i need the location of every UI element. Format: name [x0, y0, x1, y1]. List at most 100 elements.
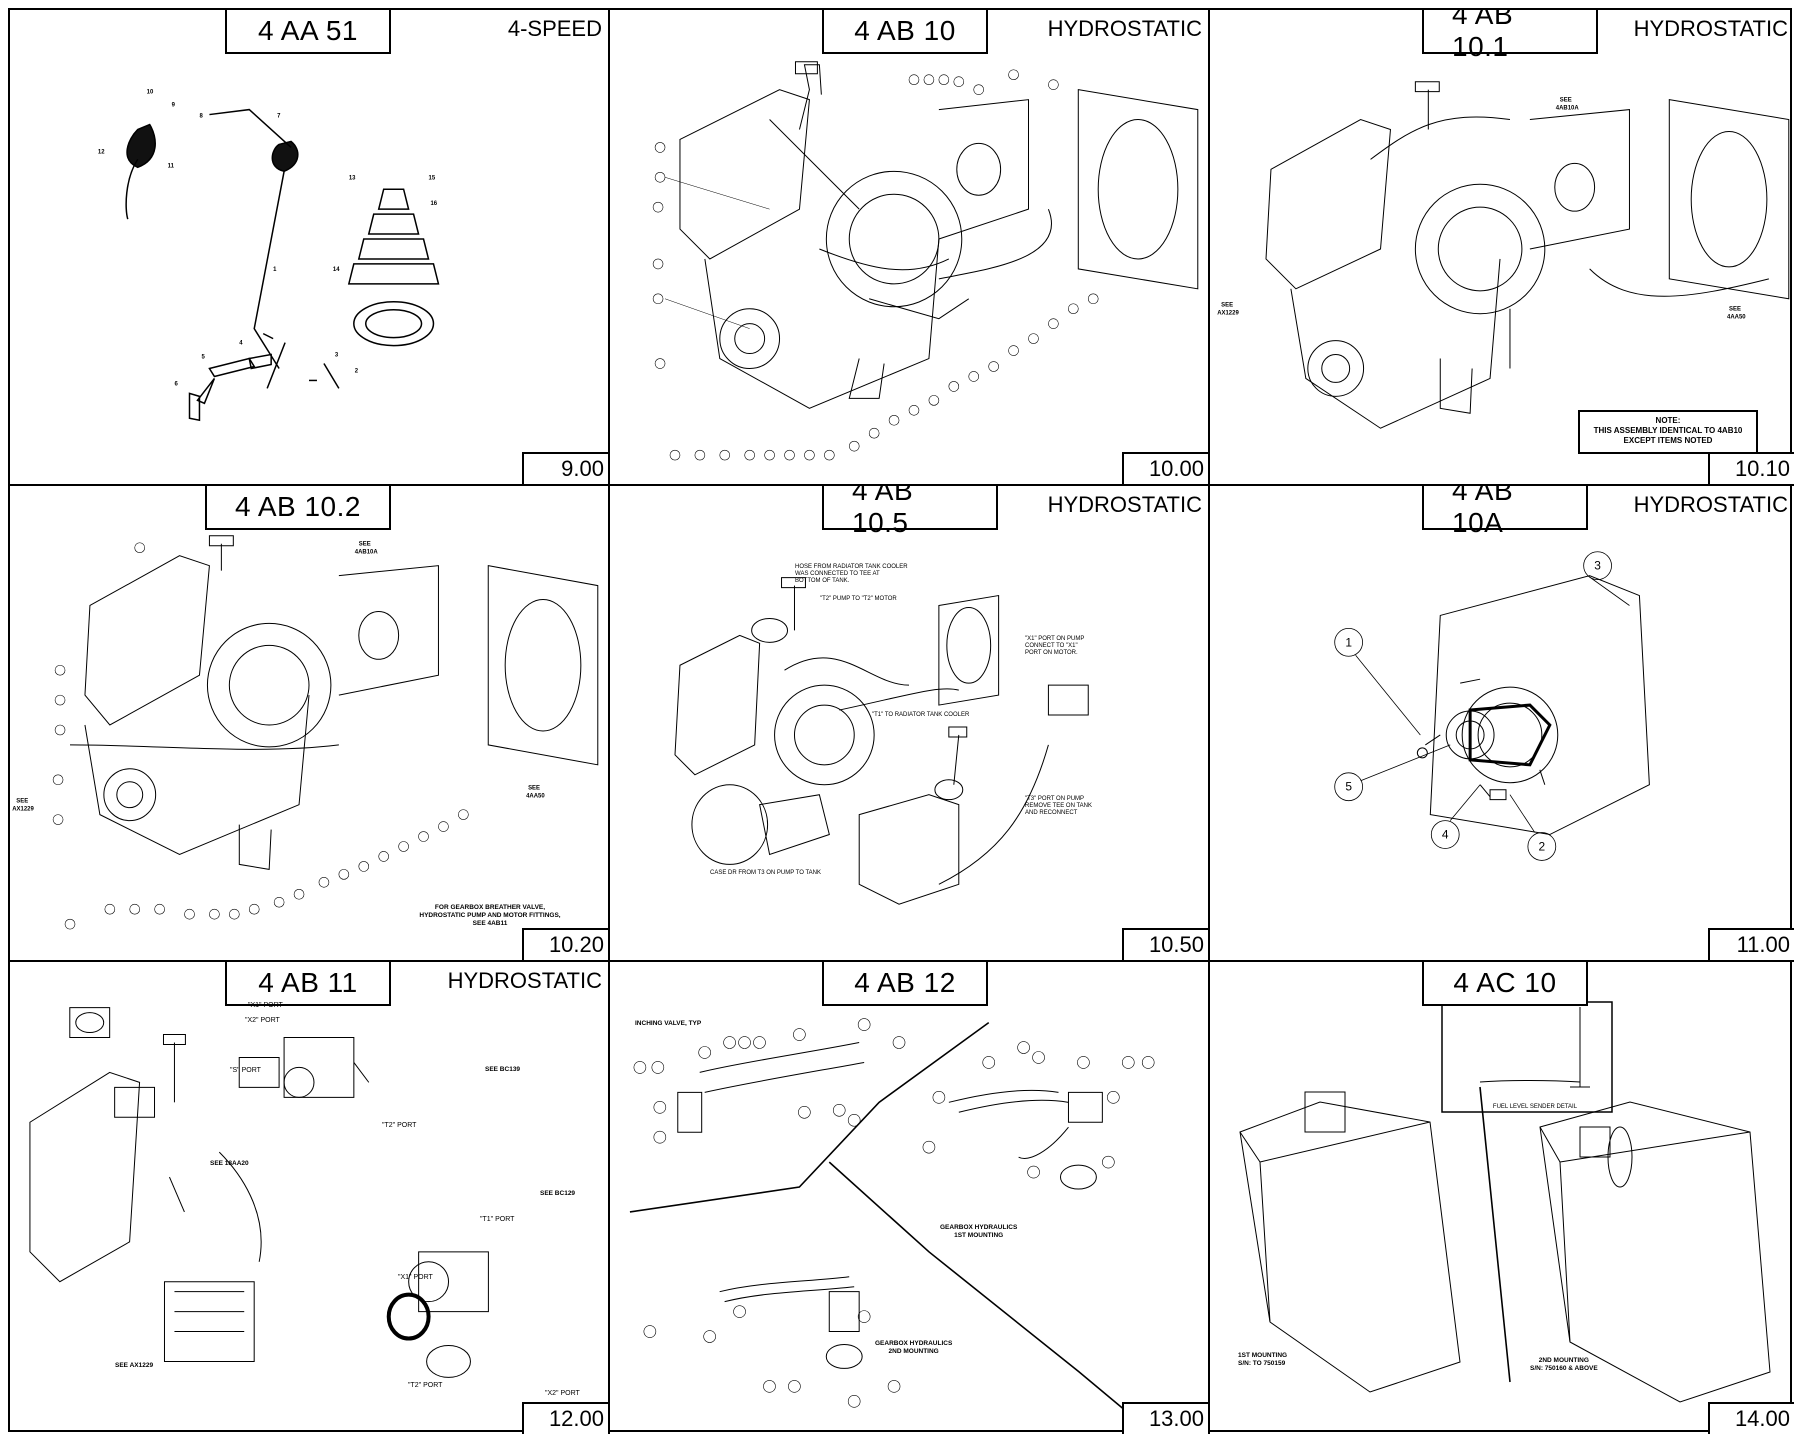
- hose-note: HOSE FROM RADIATOR TANK COOLER WAS CONNE…: [795, 564, 908, 584]
- page-number: 10.50: [1122, 928, 1208, 960]
- page-number: 10.20: [522, 928, 608, 960]
- gearbox-hydraulics-drawing: [610, 962, 1208, 1434]
- callout-1: 1: [1345, 635, 1352, 649]
- see-bc129: SEE BC129: [540, 1190, 576, 1197]
- shift-lever-drawing: 10 9 8 7 12 11 13 15 16 14 1 5 4 3 2 6: [98, 90, 608, 484]
- page-number: 14.00: [1708, 1402, 1794, 1434]
- panel-4ab10-5: 4 AB 10.5 HYDROSTATIC: [610, 486, 1210, 962]
- page-number: 12.00: [522, 1402, 608, 1434]
- panel-code: 4 AB 12: [822, 962, 988, 1006]
- callout-5: 5: [201, 355, 205, 361]
- fuel-tank-drawing: [1210, 962, 1794, 1434]
- panel-label: HYDROSTATIC: [1047, 492, 1202, 517]
- callout-6: 6: [175, 381, 179, 387]
- fuel-sender-detail: FUEL LEVEL SENDER DETAIL: [1492, 1104, 1578, 1110]
- panel-4ac10: 4 AC 10 FUEL LEVEL SENDER DETAIL 1ST MOU…: [1210, 962, 1794, 1434]
- pump-motor-fittings-drawing: [10, 962, 608, 1434]
- x1-port-label-b: "X1" PORT: [398, 1274, 433, 1281]
- panel-4ab10-2: 4 AB 10.2: [10, 486, 610, 962]
- panel-code: 4 AB 10A: [1422, 486, 1588, 538]
- s-port-label: "S" PORT: [230, 1067, 261, 1074]
- x1-port-note: "X1" PORT ON PUMP CONNECT TO "X1" PORT O…: [1025, 636, 1085, 656]
- panel-code: 4 AB 11: [225, 962, 391, 1006]
- callout-3: 3: [335, 353, 339, 359]
- see-18aa20: SEE 18AA20: [210, 1160, 249, 1167]
- panel-label: HYDROSTATIC: [1047, 16, 1202, 41]
- panel-code: 4 AB 10.1: [1422, 10, 1598, 62]
- gearbox-note: FOR GEARBOX BREATHER VALVE, HYDROSTATIC …: [419, 904, 561, 927]
- panel-label: HYDROSTATIC: [1633, 492, 1788, 517]
- second-mounting-label: 2ND MOUNTING S/N: 750160 & ABOVE: [1530, 1357, 1598, 1372]
- gearbox-2nd-mounting: GEARBOX HYDRAULICS 2ND MOUNTING: [875, 1340, 953, 1355]
- callout-2: 2: [355, 368, 359, 374]
- svg-text:SEE: SEE: [359, 542, 371, 548]
- panel-4ab10: 4 AB 10 HYDROSTATIC: [610, 10, 1210, 486]
- t3-port-note: "T3" PORT ON PUMP REMOVE TEE ON TANK AND…: [1025, 796, 1093, 816]
- page-number: 10.10: [1708, 452, 1794, 484]
- t2-port-label: "T2" PORT: [382, 1122, 417, 1129]
- t2-note: "T2" PUMP TO "T2" MOTOR: [820, 596, 897, 602]
- see-ax1229: SEE AX1229: [115, 1362, 154, 1369]
- gearbox-1st-mounting: GEARBOX HYDRAULICS 1ST MOUNTING: [940, 1224, 1018, 1239]
- page-number: 9.00: [522, 452, 608, 484]
- svg-text:SEE: SEE: [1560, 98, 1572, 104]
- callout-11: 11: [168, 163, 175, 169]
- panel-4ab12: 4 AB 12: [610, 962, 1210, 1434]
- callout-5: 5: [1345, 780, 1352, 794]
- callout-10: 10: [147, 90, 154, 96]
- t2-port-label-b: "T2" PORT: [408, 1382, 443, 1389]
- page-number: 11.00: [1708, 928, 1794, 960]
- svg-text:4AA50: 4AA50: [526, 794, 545, 800]
- panel-code: 4 AB 10.2: [205, 486, 391, 530]
- panel-label: 4-SPEED: [507, 16, 602, 41]
- svg-text:SEE: SEE: [1729, 307, 1741, 313]
- callout-7: 7: [277, 114, 281, 120]
- callout-9: 9: [172, 103, 176, 109]
- callout-3: 3: [1594, 559, 1601, 573]
- callout-14: 14: [333, 267, 340, 273]
- x2-port-label-b: "X2" PORT: [545, 1390, 580, 1397]
- callout-13: 13: [349, 175, 356, 181]
- hydrostatic-detail-drawing: [610, 486, 1208, 960]
- hydrostatic-assembly-drawing: SEE 4AB10A SEE AX1229 SEE 4AA50: [12, 486, 608, 960]
- panel-code: 4 AA 51: [225, 10, 391, 54]
- panel-4ab11: 4 AB 11 HYDROSTATIC: [10, 962, 610, 1434]
- svg-text:SEE: SEE: [528, 786, 540, 792]
- panel-label: HYDROSTATIC: [447, 968, 602, 993]
- callout-1: 1: [273, 267, 277, 273]
- callout-2: 2: [1539, 839, 1546, 853]
- svg-text:AX1229: AX1229: [12, 807, 34, 813]
- panel-code: 4 AC 10: [1422, 962, 1588, 1006]
- panel-label: HYDROSTATIC: [1633, 16, 1788, 41]
- callout-16: 16: [430, 201, 437, 207]
- callout-4: 4: [239, 341, 243, 347]
- page-number: 13.00: [1122, 1402, 1208, 1434]
- svg-text:4AA50: 4AA50: [1727, 315, 1746, 321]
- x2-port-label: "X2" PORT: [245, 1017, 280, 1024]
- svg-text:SEE: SEE: [1221, 303, 1233, 309]
- panel-code: 4 AB 10: [822, 10, 988, 54]
- svg-text:4AB10A: 4AB10A: [1556, 106, 1580, 112]
- svg-text:SEE: SEE: [16, 799, 28, 805]
- callout-12: 12: [98, 149, 105, 155]
- callout-15: 15: [428, 175, 435, 181]
- panel-4ab10-1: 4 AB 10.1 HYDROSTATIC: [1210, 10, 1794, 486]
- hydrostatic-assembly-drawing: [610, 10, 1208, 484]
- see-bc139: SEE BC139: [485, 1066, 521, 1073]
- callout-4: 4: [1442, 828, 1449, 842]
- panel-code: 4 AB 10.5: [822, 486, 998, 538]
- x1-port-label: "X1" PORT: [248, 1002, 283, 1009]
- first-mounting-label: 1ST MOUNTING S/N: TO 750159: [1238, 1352, 1288, 1367]
- inching-valve-label: INCHING VALVE, TYP: [635, 1020, 702, 1027]
- panel-4aa51: 4 AA 51 4-SPEED: [10, 10, 610, 486]
- assembly-note: NOTE: THIS ASSEMBLY IDENTICAL TO 4AB10 E…: [1578, 410, 1758, 454]
- svg-text:AX1229: AX1229: [1217, 311, 1239, 317]
- parts-catalog-grid: 4 AA 51 4-SPEED: [8, 8, 1794, 1434]
- case-drain-note: CASE DR FROM T3 ON PUMP TO TANK: [710, 870, 822, 876]
- page-number: 10.00: [1122, 452, 1208, 484]
- t1-note: "T1" TO RADIATOR TANK COOLER: [872, 712, 970, 718]
- svg-text:4AB10A: 4AB10A: [355, 550, 379, 556]
- t1-port-label: "T1" PORT: [480, 1216, 515, 1223]
- hydrostatic-assembly-drawing: SEE 4AB10A SEE AX1229 SEE 4AA50: [1217, 10, 1794, 484]
- coupling-assembly-drawing: 1 3 5 4 2: [1210, 486, 1794, 960]
